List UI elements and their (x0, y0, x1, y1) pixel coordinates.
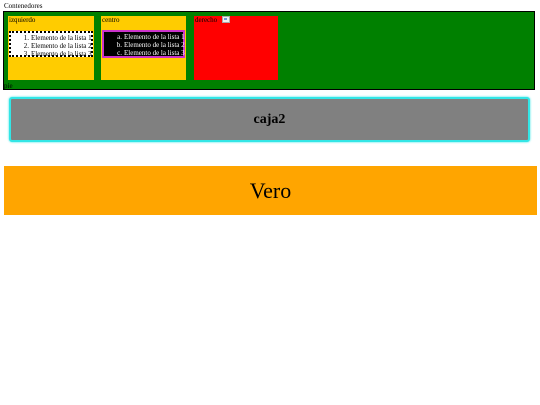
list-item: 1.Elemento de la lista 1 (11, 34, 92, 42)
left-column: izquierdo 1.Elemento de la lista 1 2.Ele… (8, 16, 94, 80)
list-item-text: Elemento de la lista 1 (124, 33, 185, 41)
left-column-label: izquierdo (9, 16, 36, 24)
vero-label: Vero (249, 177, 292, 203)
list-marker: a. (117, 33, 122, 41)
list-marker: 1. (23, 34, 29, 42)
right-column-label: derecho (195, 16, 218, 24)
list-item: a.Elemento de la lista 1 (104, 33, 185, 41)
list-marker: 2. (23, 42, 29, 50)
list-item-text: Elemento de la lista 1 (31, 34, 92, 42)
list-item: c.Elemento de la lista 3 (104, 49, 185, 57)
list-item-text: Elemento de la lista 2 (31, 42, 92, 50)
list-item: 3.Elemento de la lista 3 (11, 50, 92, 58)
list-item: b.Elemento de la lista 2 (104, 41, 185, 49)
list-item-text: Elemento de la lista 3 (124, 49, 185, 57)
caja2-box: caja2 (9, 97, 530, 142)
center-column: centro a.Elemento de la lista 1 b.Elemen… (101, 16, 186, 80)
list-marker: b. (116, 41, 122, 49)
broken-image-icon (222, 16, 230, 23)
right-column: derecho (194, 16, 278, 80)
caja2-label: caja2 (253, 111, 286, 127)
list-item: 2.Elemento de la lista 2 (11, 42, 92, 50)
center-column-label: centro (102, 16, 120, 24)
list-item-text: Elemento de la lista 2 (124, 41, 185, 49)
list-item-text: Elemento de la lista 3 (31, 50, 92, 58)
footer-label: pie (4, 82, 13, 90)
vero-box: Vero (4, 166, 537, 215)
ordered-list: 1.Elemento de la lista 1 2.Elemento de l… (9, 31, 93, 58)
page-title: Contenedores (4, 2, 43, 10)
list-marker: 3. (23, 50, 29, 58)
list-marker: c. (117, 49, 122, 57)
main-container: izquierdo 1.Elemento de la lista 1 2.Ele… (3, 11, 535, 90)
alpha-list: a.Elemento de la lista 1 b.Elemento de l… (102, 30, 185, 58)
